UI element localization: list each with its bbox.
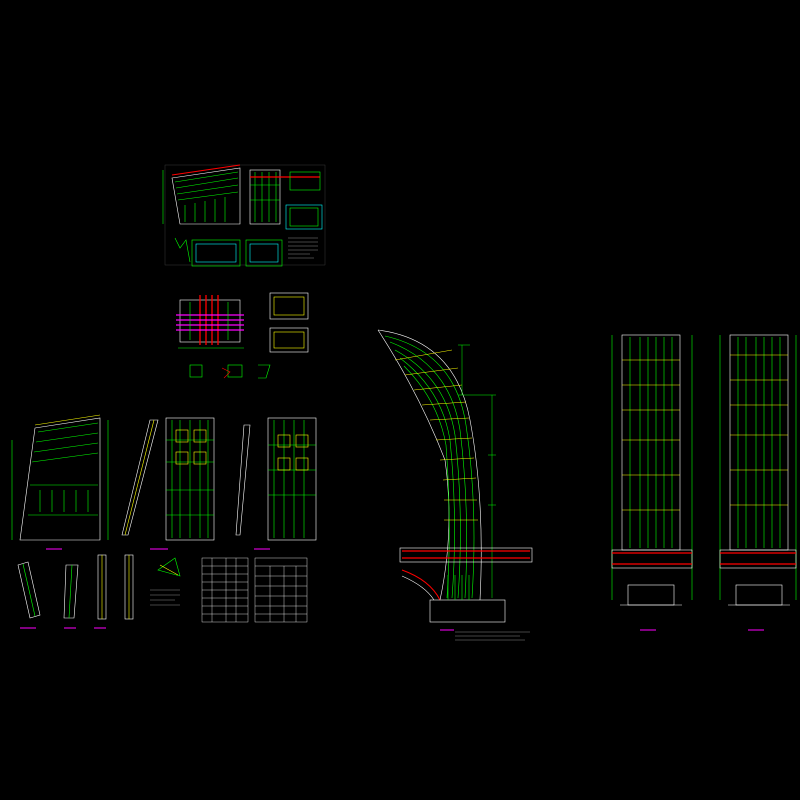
view-title-marks — [20, 548, 764, 631]
straight-column-elevation-a — [611, 334, 693, 606]
tilted-column-elevation-a — [11, 414, 159, 541]
rebar-schedule-table-b — [254, 557, 308, 623]
curved-column-elevation — [377, 329, 533, 641]
rebar-details — [17, 554, 181, 620]
anchor-plan-elevation — [162, 164, 326, 267]
straight-column-elevation-b — [719, 334, 797, 606]
rebar-schedule-table-a — [201, 557, 249, 623]
tilted-column-elevation-b — [165, 417, 317, 541]
anchor-beam-joint — [176, 292, 309, 379]
